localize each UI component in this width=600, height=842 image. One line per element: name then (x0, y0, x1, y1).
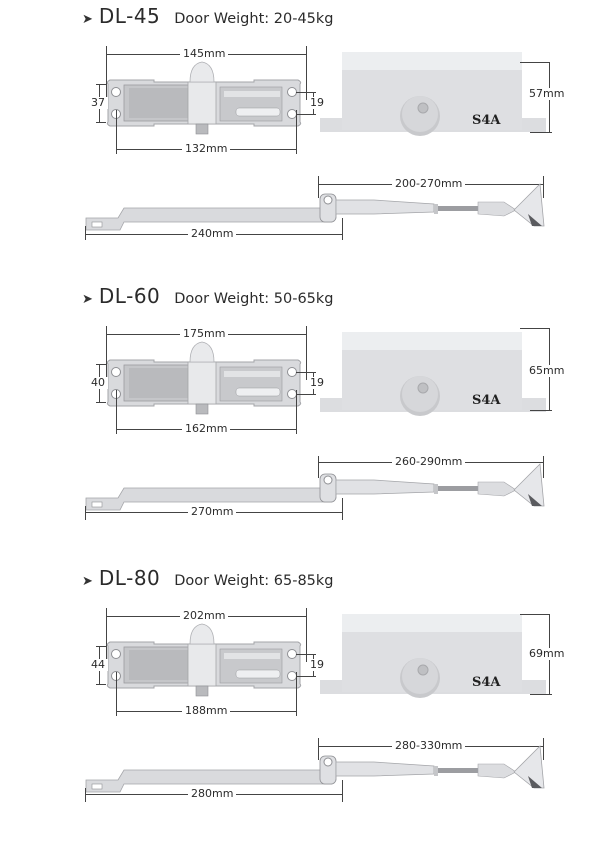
model-section-dl60: ➤ DL-60 Door Weight: 50-65kg 175mm 40 19… (0, 280, 600, 560)
mount-spacing-label: 132mm (182, 143, 231, 155)
dim-tick (96, 402, 106, 403)
dim-guide (296, 110, 297, 154)
dim-tick (96, 364, 106, 365)
dim-tick (96, 84, 106, 85)
dim-guide (116, 672, 117, 716)
dim-tick (520, 62, 550, 63)
arm-length-label: 270mm (188, 506, 237, 518)
dim-guide (106, 608, 107, 662)
body-height-label: 44 (88, 659, 108, 671)
dim-guide (306, 46, 307, 100)
closer-body-top-view (106, 61, 302, 135)
dim-tick (296, 394, 316, 395)
dim-tick (296, 372, 316, 373)
dim-guide (296, 672, 297, 716)
dim-tick (296, 676, 316, 677)
dim-tick (520, 614, 550, 615)
model-heading: ➤ DL-60 Door Weight: 50-65kg (82, 284, 334, 308)
model-badge: S4A (472, 113, 501, 128)
arm-range-label: 280-330mm (392, 740, 466, 752)
door-weight: Door Weight: 50-65kg (174, 291, 334, 307)
arm-range-label: 260-290mm (392, 456, 466, 468)
dim-tick (530, 694, 552, 695)
side-height-label: 65mm (526, 365, 568, 377)
model-badge: S4A (472, 675, 501, 690)
body-height-label: 37 (88, 97, 108, 109)
model-name: DL-60 (98, 284, 161, 308)
dim-guide (106, 326, 107, 380)
dim-tick (96, 122, 106, 123)
arrow-icon: ➤ (82, 12, 93, 27)
dim-guide (116, 110, 117, 154)
closer-body-side-view (320, 52, 546, 136)
dim-tick (296, 114, 316, 115)
closer-arm (85, 183, 545, 231)
mount-spacing-label: 162mm (182, 423, 231, 435)
closer-body-top-view (106, 623, 302, 697)
arm-length-label: 240mm (188, 228, 237, 240)
dim-guide (85, 506, 86, 520)
body-length-label: 145mm (180, 48, 229, 60)
dim-guide (342, 780, 343, 802)
dim-guide (106, 46, 107, 100)
side-height-label: 69mm (526, 648, 568, 660)
dim-guide (342, 218, 343, 240)
model-heading: ➤ DL-45 Door Weight: 20-45kg (82, 4, 334, 28)
dim-guide (318, 176, 319, 198)
dim-guide (116, 390, 117, 434)
dim-tick (296, 654, 316, 655)
model-badge: S4A (472, 393, 501, 408)
arrow-icon: ➤ (82, 292, 93, 307)
closer-arm (85, 463, 545, 511)
model-section-dl45: ➤ DL-45 Door Weight: 20-45kg 145mm 37 19… (0, 0, 600, 280)
dim-guide (543, 738, 544, 760)
dim-guide (543, 456, 544, 478)
dim-guide (85, 226, 86, 240)
dim-guide (342, 498, 343, 520)
arm-length-label: 280mm (188, 788, 237, 800)
arm-range-label: 200-270mm (392, 178, 466, 190)
hole-spacing-label: 19 (307, 377, 327, 389)
dim-guide (318, 738, 319, 760)
body-height-label: 40 (88, 377, 108, 389)
mount-spacing-label: 188mm (182, 705, 231, 717)
dim-tick (96, 684, 106, 685)
dim-guide (306, 326, 307, 380)
closer-body-side-view (320, 332, 546, 416)
dim-guide (543, 176, 544, 198)
closer-body-side-view (320, 614, 546, 698)
dim-guide (306, 608, 307, 662)
dim-tick (296, 92, 316, 93)
model-section-dl80: ➤ DL-80 Door Weight: 65-85kg 202mm 44 19… (0, 562, 600, 842)
hole-spacing-label: 19 (307, 97, 327, 109)
model-name: DL-45 (98, 4, 161, 28)
body-length-label: 202mm (180, 610, 229, 622)
door-weight: Door Weight: 65-85kg (174, 573, 334, 589)
dim-guide (85, 788, 86, 802)
closer-arm (85, 745, 545, 793)
dim-tick (530, 410, 552, 411)
arrow-icon: ➤ (82, 574, 93, 589)
closer-body-top-view (106, 341, 302, 415)
body-length-label: 175mm (180, 328, 229, 340)
model-heading: ➤ DL-80 Door Weight: 65-85kg (82, 566, 334, 590)
door-weight: Door Weight: 20-45kg (174, 11, 334, 27)
side-height-label: 57mm (526, 88, 568, 100)
model-name: DL-80 (98, 566, 161, 590)
hole-spacing-label: 19 (307, 659, 327, 671)
dim-guide (318, 456, 319, 478)
dim-tick (520, 328, 550, 329)
dim-guide (296, 390, 297, 434)
dim-tick (530, 132, 552, 133)
dim-tick (96, 646, 106, 647)
